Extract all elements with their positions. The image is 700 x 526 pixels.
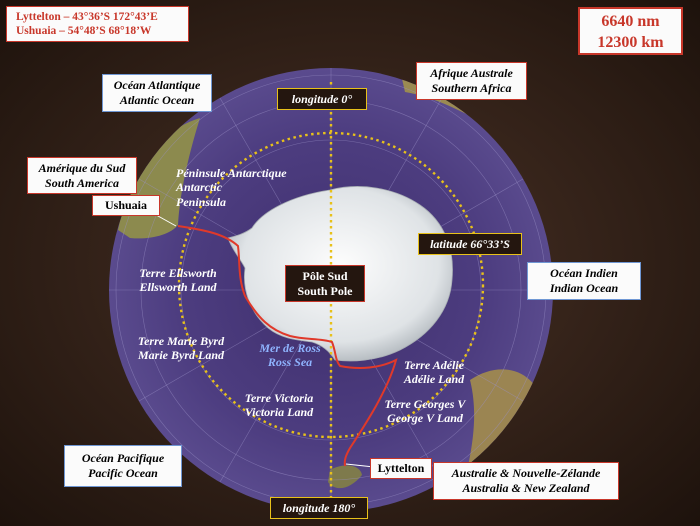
southern-africa-label: Afrique Australe Southern Africa [416,62,527,100]
ellsworth-en: Ellsworth Land [139,280,217,295]
lyttelton-label: Lyttelton [370,458,432,479]
distance-km: 12300 km [597,33,664,51]
ross-sea-label: Mer de Ross Ross Sea [252,341,328,370]
ellsworth-land-label: Terre Ellsworth Ellsworth Land [128,266,228,295]
lyttelton-pointer [345,463,375,468]
indian-ocean-label: Océan Indien Indian Ocean [527,262,641,300]
peninsula-en-2: Peninsula [176,194,227,209]
atlantic-en: Atlantic Ocean [119,93,195,107]
australia-nz-label: Australie & Nouvelle-Zélande Australia &… [433,462,619,500]
adelie-land-label: Terre Adélie Adélie Land [394,358,474,387]
victoria-en: Victoria Land [244,405,314,420]
victoria-land-label: Terre Victoria Victoria Land [234,391,324,420]
atlantic-fr: Océan Atlantique [113,78,201,92]
peninsula-en-1: Antarctic [176,180,223,195]
indian-fr: Océan Indien [550,266,618,280]
south-america-fr: Amérique du Sud [38,161,126,175]
george-v-fr: Terre Georges V [384,397,466,411]
longitude-0-label: longitude 0° [277,88,367,110]
ellsworth-fr: Terre Ellsworth [139,266,217,280]
distance-nm: 6640 nm [601,13,660,30]
ushuaia-label: Ushuaia [92,195,160,216]
ross-sea-en: Ross Sea [267,355,313,370]
adelie-en: Adélie Land [403,372,465,387]
australia-fr: Australie & Nouvelle-Zélande [451,466,601,480]
peninsula-fr: Péninsule Antarctique [176,166,287,180]
south-pole-label: Pôle Sud South Pole [285,265,365,302]
marie-byrd-land-label: Terre Marie Byrd Marie Byrd Land [126,334,236,363]
route-line [177,225,398,467]
south-pole-en: South Pole [297,284,353,298]
pacific-ocean-label: Océan Pacifique Pacific Ocean [64,445,182,487]
george-v-en: George V Land [387,411,463,426]
port-coordinates-box: Lyttelton – 43°36’S 172°43’E Ushuaia – 5… [6,6,189,42]
distance-box: 6640 nm 12300 km [578,7,683,55]
pacific-en: Pacific Ocean [88,466,158,480]
indian-en: Indian Ocean [549,281,619,295]
new-zealand-landmass [328,465,362,489]
ross-sea-fr: Mer de Ross [259,341,321,355]
marie-byrd-fr: Terre Marie Byrd [137,334,225,348]
south-pole-fr: Pôle Sud [302,269,348,283]
latitude-label: latitude 66°33’S [418,233,522,255]
southern-africa-en: Southern Africa [431,81,512,95]
victoria-fr: Terre Victoria [244,391,314,405]
antarctic-peninsula-label: Péninsule Antarctique Antarctic Peninsul… [176,166,306,209]
southern-africa-fr: Afrique Australe [430,66,513,80]
south-america-en: South America [45,176,119,190]
atlantic-ocean-label: Océan Atlantique Atlantic Ocean [102,74,212,112]
marie-byrd-en: Marie Byrd Land [137,348,224,363]
antarctic-circle [177,131,485,439]
george-v-land-label: Terre Georges V George V Land [374,397,476,426]
ushuaia-coordinates: Ushuaia – 54°48’S 68°18’W [16,25,152,38]
pacific-fr: Océan Pacifique [81,451,165,465]
adelie-fr: Terre Adélie [403,358,465,372]
australia-en: Australia & New Zealand [462,481,590,495]
lyttelton-coordinates: Lyttelton – 43°36’S 172°43’E [16,11,158,23]
longitude-180-label: longitude 180° [270,497,368,519]
south-america-label: Amérique du Sud South America [27,157,137,194]
